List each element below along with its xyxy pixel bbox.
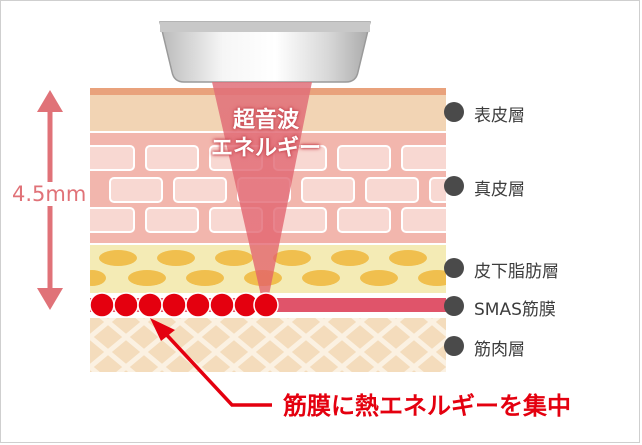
depth-label: 4.5mm — [10, 182, 88, 206]
layer-label-smas: SMAS筋膜 — [474, 295, 556, 320]
transducer-head — [160, 22, 370, 82]
dot-marker-icon — [444, 102, 464, 122]
layer-label-fat: 皮下脂肪層 — [474, 257, 559, 282]
dot-marker-icon — [444, 176, 464, 196]
beam-label-line-1: 超音波 — [198, 108, 334, 134]
dot-marker-icon — [444, 258, 464, 278]
beam-label-line-2: エネルギー — [198, 136, 334, 162]
layer-label-epidermis: 表皮層 — [474, 101, 525, 126]
muscle-layer — [90, 318, 446, 372]
dot-marker-icon — [444, 336, 464, 356]
layer-label-muscle: 筋肉層 — [474, 335, 525, 360]
layer-label-dermis: 真皮層 — [474, 175, 525, 200]
caption-text: 筋膜に熱エネルギーを集中 — [283, 386, 571, 421]
dot-marker-icon — [444, 296, 464, 316]
